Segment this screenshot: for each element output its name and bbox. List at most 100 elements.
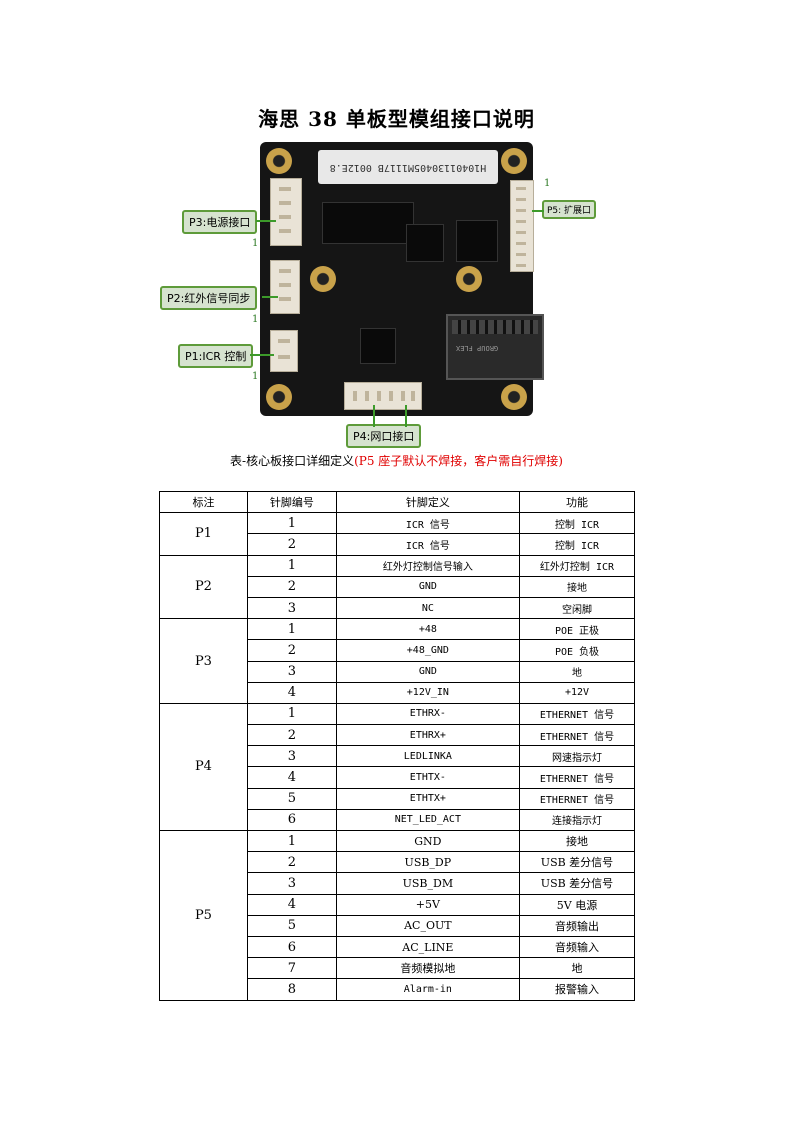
ethernet-jack: GROUP FLEX bbox=[446, 314, 544, 380]
pin-definition: AC_LINE bbox=[335, 935, 520, 959]
pin-function: 接地 bbox=[518, 575, 636, 598]
pin-function: 地 bbox=[518, 660, 636, 683]
group-label: P4 bbox=[159, 702, 248, 832]
pcb-board bbox=[260, 142, 534, 416]
connector-p2 bbox=[270, 260, 300, 314]
callout-p4: P4:网口接口 bbox=[346, 424, 422, 448]
mount-hole-bottom-right bbox=[501, 384, 527, 410]
caption-note: (P5 座子默认不焊接，客户需自行焊接) bbox=[354, 454, 563, 468]
table-row: 2 +48_GND POE 负极 bbox=[160, 639, 636, 662]
pin-definition: LEDLINKA bbox=[335, 745, 520, 768]
pin-function: POE 负极 bbox=[518, 639, 636, 662]
pin-definition: +48_GND bbox=[335, 639, 520, 662]
mount-hole-center-left bbox=[310, 266, 336, 292]
pin-function: 控制 ICR bbox=[518, 533, 636, 556]
pin1-marker-p1: 1 bbox=[252, 371, 259, 382]
pin-number: 3 bbox=[246, 660, 337, 683]
pin-definition: ETHTX- bbox=[335, 766, 520, 789]
pin-definition: Alarm-in bbox=[335, 978, 520, 1001]
caption-main: 表-核心板接口详细定义 bbox=[230, 454, 355, 468]
callout-p3: P3:电源接口 bbox=[182, 210, 258, 234]
connector-p1 bbox=[270, 330, 298, 372]
pin-number: 1 bbox=[246, 829, 337, 853]
table-row: P2 1 红外灯控制信号输入 红外灯控制 ICR bbox=[159, 554, 636, 620]
pin-definition: +48 bbox=[335, 618, 520, 641]
leader-line-p2 bbox=[262, 296, 278, 298]
pin-function: 控制 ICR bbox=[518, 512, 636, 535]
table-row: 2 GND 接地 bbox=[160, 575, 636, 598]
pin-function: POE 正极 bbox=[518, 618, 636, 641]
callout-p1: P1:ICR 控制 bbox=[178, 344, 254, 368]
table-row: 3 USB_DM USB 差分信号 bbox=[160, 872, 636, 895]
pin-number: 5 bbox=[246, 787, 337, 810]
pin-number: 2 bbox=[246, 533, 337, 556]
pin-definition: 音频模拟地 bbox=[335, 957, 520, 980]
pin-function: 地 bbox=[518, 957, 636, 980]
pin-function: ETHERNET 信号 bbox=[518, 724, 636, 747]
pin-function: ETHERNET 信号 bbox=[518, 787, 636, 810]
pin-function: USB 差分信号 bbox=[518, 851, 636, 874]
mount-hole-top-left bbox=[266, 148, 292, 174]
mount-hole-center-right bbox=[456, 266, 482, 292]
pin-function: 红外灯控制 ICR bbox=[518, 554, 636, 577]
chip-marking-sticker: H10401130405M1117B 0012E.8 bbox=[318, 150, 498, 184]
pin-number: 6 bbox=[246, 935, 337, 959]
pin-function: 空闲脚 bbox=[518, 596, 636, 620]
pin-number: 2 bbox=[246, 851, 337, 874]
header-function: 功能 bbox=[518, 490, 636, 514]
pin-definition: +12V_IN bbox=[335, 681, 520, 704]
header-pin-definition: 针脚定义 bbox=[335, 490, 520, 514]
connector-p3 bbox=[270, 178, 302, 246]
pin-definition: ICR 信号 bbox=[335, 533, 520, 556]
pin-function: 音频输入 bbox=[518, 935, 636, 959]
pin-number: 3 bbox=[246, 596, 337, 620]
soc-chip bbox=[322, 202, 414, 244]
pin-number: 3 bbox=[246, 745, 337, 768]
pin-number: 5 bbox=[246, 914, 337, 937]
table-row: 2 ICR 信号 控制 ICR bbox=[160, 533, 636, 556]
callout-p5: P5: 扩展口 bbox=[542, 200, 597, 219]
pin1-marker-p5: 1 bbox=[544, 178, 551, 189]
connector-p5 bbox=[510, 180, 534, 272]
table-row: P3 1 +48 POE 正极 bbox=[159, 618, 636, 704]
memory-chip bbox=[406, 224, 444, 262]
leader-line-p1 bbox=[250, 354, 274, 356]
pin-function: ETHERNET 信号 bbox=[518, 766, 636, 789]
table-row: P5 1 GND 接地 bbox=[159, 829, 636, 1001]
pin-definition: NC bbox=[335, 596, 520, 620]
pin-function: 音频输出 bbox=[518, 914, 636, 937]
pin1-marker-p2: 1 bbox=[252, 314, 259, 325]
leader-line-p4-a bbox=[373, 405, 375, 427]
mount-hole-top-right bbox=[501, 148, 527, 174]
header-pin-number: 针脚编号 bbox=[246, 490, 337, 514]
pin-function: 接地 bbox=[518, 829, 636, 853]
pin-number: 4 bbox=[246, 893, 337, 916]
table-row: 4 +5V 5V 电源 bbox=[160, 893, 636, 916]
pin-number: 3 bbox=[246, 872, 337, 895]
pin-number: 8 bbox=[246, 978, 337, 1001]
pin-definition: ETHTX+ bbox=[335, 787, 520, 810]
pin-number: 2 bbox=[246, 724, 337, 747]
group-label: P2 bbox=[159, 554, 248, 620]
table-row: P1 1 ICR 信号 控制 ICR bbox=[159, 512, 636, 556]
pin-number: 1 bbox=[246, 512, 337, 535]
pin-number: 2 bbox=[246, 639, 337, 662]
pin-definition: ETHRX+ bbox=[335, 724, 520, 747]
pin-function: 网速指示灯 bbox=[518, 745, 636, 768]
pin-number: 4 bbox=[246, 766, 337, 789]
pin-number: 7 bbox=[246, 957, 337, 980]
leader-line-p4-b bbox=[405, 405, 407, 427]
ethernet-jack-marking: GROUP FLEX bbox=[456, 344, 499, 352]
pin-definition: ETHRX- bbox=[335, 702, 520, 726]
pin-number: 2 bbox=[246, 575, 337, 598]
pin-definition-table: 标注 针脚编号 针脚定义 功能 P1 1 ICR 信号 控制 ICR 2 ICR… bbox=[159, 490, 636, 1001]
pin-number: 1 bbox=[246, 702, 337, 726]
mount-hole-bottom-left bbox=[266, 384, 292, 410]
table-row: P4 1 ETHRX- ETHERNET 信号 bbox=[159, 702, 636, 832]
phy-chip bbox=[456, 220, 498, 262]
pin-definition: GND bbox=[335, 660, 520, 683]
pin-function: ETHERNET 信号 bbox=[518, 702, 636, 726]
group-label: P1 bbox=[159, 512, 248, 556]
pin-number: 4 bbox=[246, 681, 337, 704]
pin-definition: +5V bbox=[335, 893, 520, 916]
